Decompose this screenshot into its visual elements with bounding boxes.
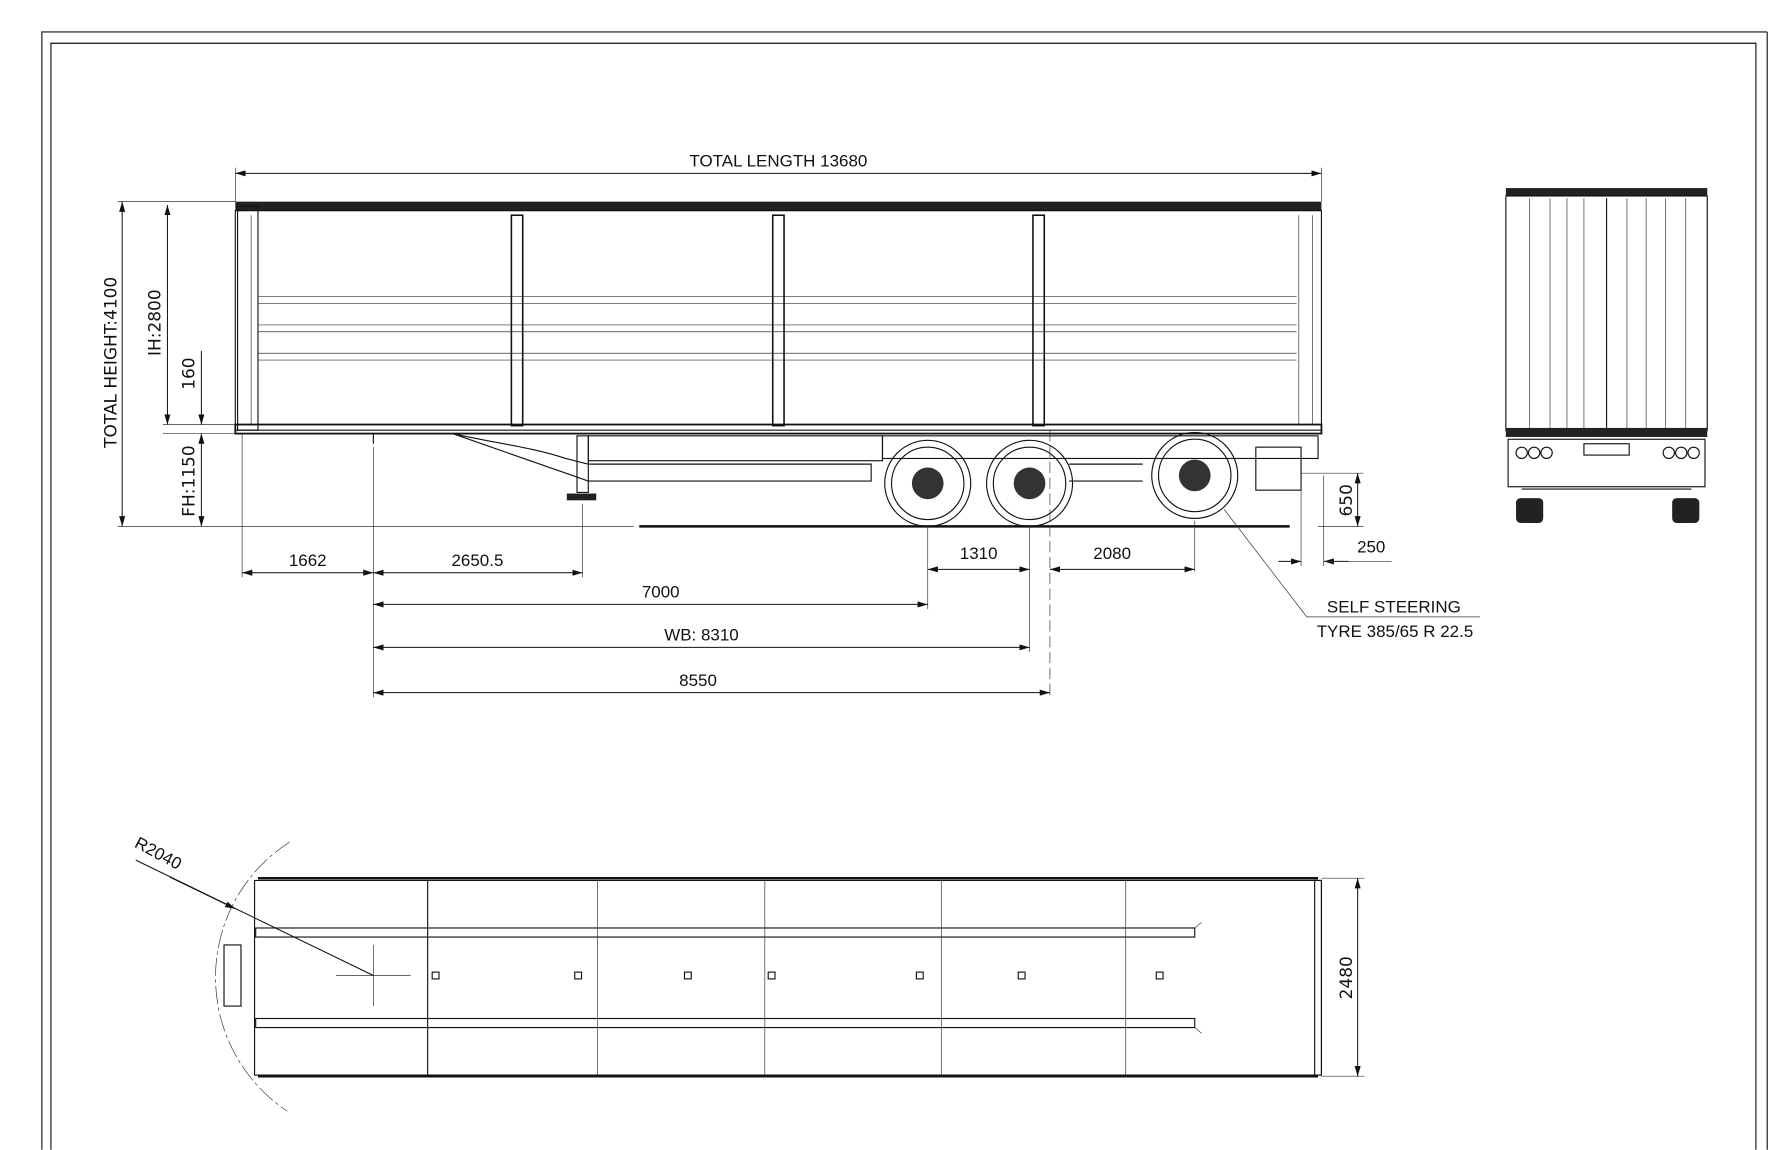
drawing-frame (41, 31, 1768, 1150)
stanchion-posts (510, 214, 1046, 427)
chassis (372, 433, 1319, 482)
turning-radius-label: R2040 (132, 833, 185, 873)
tyre-spec-note: TYRE 385/65 R 22.5 (1317, 622, 1474, 641)
rear-view-trailer (1505, 188, 1708, 523)
top-view-trailer (215, 841, 1323, 1112)
self-steering-note: SELF STEERING (1327, 597, 1461, 616)
side-view-trailer (234, 201, 1323, 528)
total-height-label: TOTAL HEIGHT:4100 (102, 277, 122, 449)
wheel (1151, 431, 1239, 519)
total-length-label: TOTAL LENGTH 13680 (689, 152, 867, 171)
dim-1662-label: 1662 (289, 551, 327, 570)
width-label: 2480 (1337, 956, 1357, 999)
floor-height-label: FH:1150 (180, 445, 200, 516)
dim-160-label: 160 (180, 357, 200, 389)
dim-1310-label: 1310 (960, 544, 998, 563)
dim-8550-label: 8550 (679, 671, 717, 690)
wheel (985, 439, 1074, 527)
dim-2080-label: 2080 (1093, 544, 1131, 563)
landing-leg (566, 435, 597, 501)
curtain-slats (257, 296, 1297, 361)
side-view-dimensions: TOTAL LENGTH 13680 TOTAL HEIGHT:4100 IH:… (102, 152, 1480, 698)
dim-250-label: 250 (1357, 537, 1385, 556)
top-view-dimensions: R2040 2480 (132, 833, 1365, 1077)
wheel (884, 439, 972, 527)
dim-7000-label: 7000 (642, 583, 680, 602)
dim-2650-label: 2650.5 (451, 551, 503, 570)
wheelbase-label: WB: 8310 (664, 626, 739, 645)
dim-650-label: 650 (1337, 484, 1357, 516)
inner-height-label: IH:2800 (146, 289, 166, 356)
